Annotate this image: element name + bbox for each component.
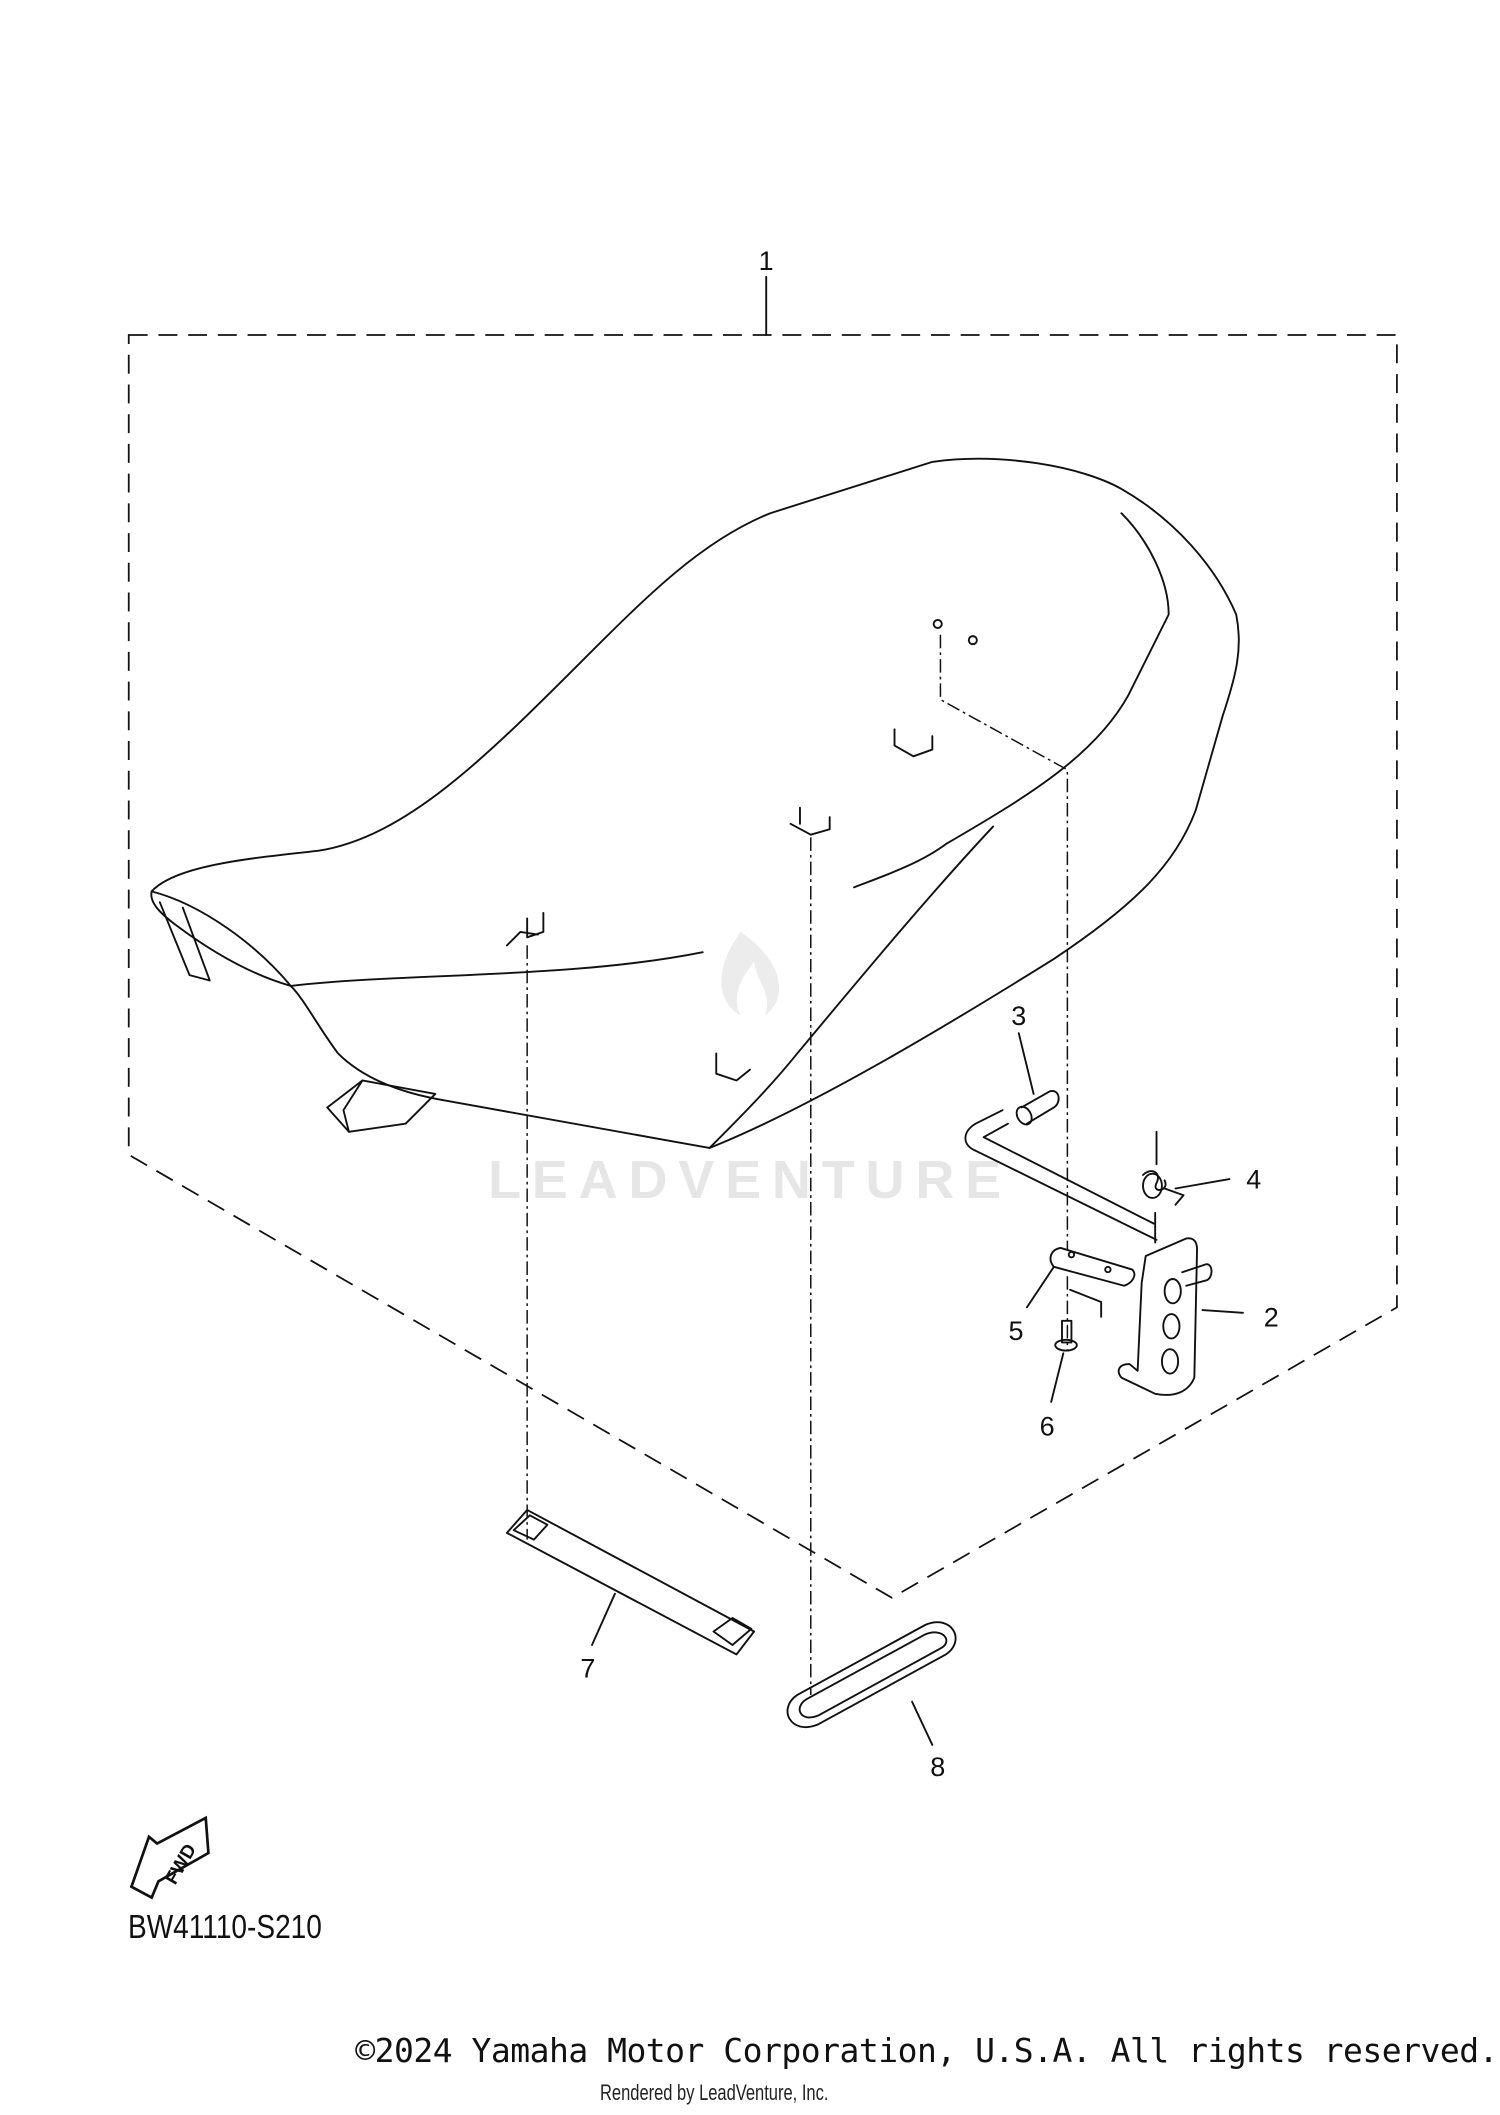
callout-2: 2: [1264, 1302, 1279, 1332]
rod: [964, 1109, 1158, 1241]
fwd-arrow-icon: FWD: [129, 1815, 210, 1900]
flame-icon: [721, 931, 780, 1016]
watermark-text: LEADVENTURE: [488, 1150, 1012, 1210]
screw-part-6: [1050, 1319, 1078, 1403]
callout-4: 4: [1246, 1165, 1261, 1195]
bracket-part-2: [1117, 1237, 1244, 1396]
callout-1: 1: [759, 246, 774, 276]
spring-part-4: [1142, 1130, 1231, 1244]
strap-part-7: [505, 1508, 755, 1656]
callout-3: 3: [1011, 1001, 1026, 1031]
callout-6: 6: [1040, 1412, 1055, 1442]
collar-part-3: [1015, 1032, 1060, 1126]
grommet-part-8: [786, 1621, 957, 1746]
rendered-by-text: Rendered by LeadVenture, Inc.: [600, 2080, 829, 2105]
assembly-outline: [127, 334, 1398, 1599]
callout-8: 8: [930, 1752, 945, 1782]
leader-part-5: [939, 634, 1069, 1250]
plate-part-5: [1025, 1246, 1136, 1318]
seat-part-1: [150, 457, 1240, 1149]
callout-5: 5: [1009, 1316, 1024, 1346]
leadventure-watermark: LEADVENTURE: [488, 931, 1012, 1210]
diagram-code: BW41110-S210: [128, 1908, 322, 1945]
copyright-text: ©2024 Yamaha Motor Corporation, U.S.A. A…: [355, 2031, 1498, 2070]
callout-7: 7: [580, 1653, 595, 1683]
